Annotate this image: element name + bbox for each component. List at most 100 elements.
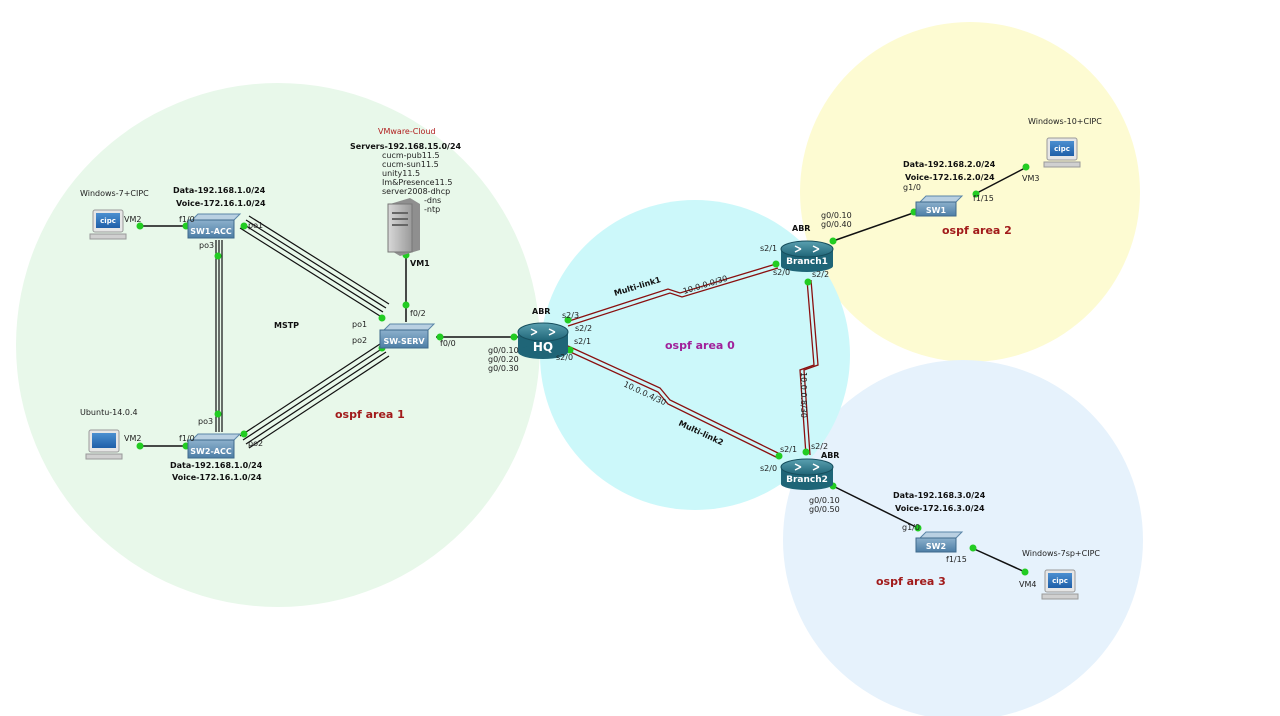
sw1acc-voice-subnet: Voice-172.16.1.0/24 (176, 199, 266, 208)
sw2acc-data-subnet: Data-192.168.1.0/24 (170, 461, 263, 470)
host-ubuntu[interactable] (85, 429, 123, 460)
port-label: f0/2 (410, 309, 426, 318)
vm1-label: VM1 (410, 259, 430, 268)
server-services-list: cucm-pub11.5 cucm-sun11.5 unity11.5 Im&P… (382, 151, 452, 214)
port-label: VM2 (124, 434, 141, 443)
switch-sw2-acc[interactable]: SW2-ACC (187, 433, 242, 459)
host-windows10-label: Windows-10+CIPC (1028, 117, 1102, 126)
port-label: f1/15 (946, 555, 967, 564)
sw2-data-subnet: Data-192.168.3.0/24 (893, 491, 986, 500)
sw2-voice-subnet: Voice-172.16.3.0/24 (895, 504, 985, 513)
port-label: g0/0.20 (488, 355, 519, 364)
ospf-area-1-label: ospf area 1 (335, 408, 405, 421)
port-channel-po3 (215, 240, 223, 432)
ospf-area-0-zone (540, 200, 850, 510)
sw1-label: SW1 (926, 206, 947, 215)
port-label: g1/0 (903, 183, 921, 192)
router-hq[interactable]: HQ (517, 322, 569, 359)
port-label: g0/0.40 (821, 220, 852, 229)
service-item: -dns (424, 196, 441, 205)
port-label: g0/0.50 (809, 505, 840, 514)
port-label: s2/0 (773, 268, 790, 277)
port-label: po3 (199, 241, 214, 250)
sw1-acc-label: SW1-ACC (190, 227, 232, 236)
service-item: Im&Presence11.5 (382, 178, 452, 187)
server-icon[interactable] (387, 198, 420, 256)
switch-sw2[interactable]: SW2 (915, 531, 964, 553)
cipc-label: cipc (1054, 145, 1070, 153)
port-label: s2/2 (575, 324, 592, 333)
branch2-label: Branch2 (786, 475, 828, 485)
ospf-area-2-label: ospf area 2 (942, 224, 1012, 237)
ospf-area-2-zone (800, 22, 1140, 362)
port-label: s2/2 (812, 270, 829, 279)
port-label: VM2 (124, 215, 141, 224)
port-label: s2/3 (562, 311, 579, 320)
link-branch1-sw1 (832, 211, 917, 242)
ospf-area-3-label: ospf area 3 (876, 575, 946, 588)
port-label: po1 (352, 320, 367, 329)
port-label: f0/0 (440, 339, 456, 348)
sw2acc-voice-subnet: Voice-172.16.1.0/24 (172, 473, 262, 482)
port-label: VM4 (1019, 580, 1036, 589)
host-windows7sp-label: Windows-7sp+CIPC (1022, 549, 1100, 558)
port-label: s2/0 (760, 464, 777, 473)
port-label: s2/1 (760, 244, 777, 253)
cipc-label: cipc (100, 217, 116, 225)
host-ubuntu-label: Ubuntu-14.0.4 (80, 408, 138, 417)
host-windows7-label: Windows-7+CIPC (80, 189, 149, 198)
sw1-data-subnet: Data-192.168.2.0/24 (903, 160, 996, 169)
switch-sw1-acc[interactable]: SW1-ACC (187, 213, 242, 239)
port-labels: VM2 f1/0 po1 po3 VM2 f1/0 po3 po2 f0/2 p… (124, 174, 1039, 589)
port-channel-po2 (239, 343, 390, 449)
vmware-cloud-title: VMware-Cloud (378, 127, 436, 136)
branch-serial-link-b (803, 279, 819, 456)
link-sw2-win7sp (971, 547, 1026, 573)
multilink1-serial-b (567, 267, 779, 327)
branch2-abr-label: ABR (821, 451, 839, 460)
port-label: s2/1 (574, 337, 591, 346)
switch-sw-serv[interactable]: SW-SERV (379, 323, 436, 349)
ospf-area-0-label: ospf area 0 (665, 339, 735, 352)
ospf-area-1-zone (16, 83, 540, 607)
multilink2-serial (565, 349, 779, 459)
port-label: g0/0.10 (809, 496, 840, 505)
links (140, 167, 1026, 573)
hq-label: HQ (533, 340, 553, 354)
port-label: s2/1 (780, 445, 797, 454)
branch1-abr-label: ABR (792, 224, 810, 233)
host-windows7[interactable]: cipc (89, 209, 127, 240)
link-sw1-win10 (974, 167, 1026, 195)
router-branch1[interactable]: Branch1 (780, 240, 834, 272)
port-label: s2/2 (811, 442, 828, 451)
port-label: f1/15 (973, 194, 994, 203)
port-label: g0/0.10 (821, 211, 852, 220)
sw2-acc-label: SW2-ACC (190, 447, 232, 456)
sw-serv-label: SW-SERV (383, 337, 425, 346)
serial-links (565, 263, 819, 459)
port-label: g0/0.30 (488, 364, 519, 373)
switch-sw1[interactable]: SW1 (915, 195, 964, 217)
port-label: po2 (248, 439, 263, 448)
branch1-label: Branch1 (786, 257, 828, 267)
port-label: po3 (198, 417, 213, 426)
host-windows7sp[interactable]: cipc (1041, 569, 1079, 600)
link-branch2-sw2 (832, 485, 919, 529)
multilink2-serial-b (567, 345, 781, 455)
sw1acc-data-subnet: Data-192.168.1.0/24 (173, 186, 266, 195)
service-item: -ntp (424, 205, 440, 214)
multilink1-serial (565, 263, 777, 323)
ospf-area-3-zone (783, 360, 1143, 716)
net3-label: 10.0.0.8/30 (799, 372, 808, 418)
branch-serial-link (799, 279, 815, 456)
port-label: f1/0 (179, 215, 195, 224)
port-label: po1 (248, 221, 263, 230)
router-branch2[interactable]: Branch2 (780, 458, 834, 490)
servers-subnet-label: Servers-192.168.15.0/24 (350, 142, 462, 151)
service-item: cucm-sun11.5 (382, 160, 439, 169)
port-label: f1/0 (179, 434, 195, 443)
mstp-label: MSTP (274, 321, 299, 330)
port-label: g1/0 (902, 523, 920, 532)
host-windows10[interactable]: cipc (1043, 137, 1081, 168)
